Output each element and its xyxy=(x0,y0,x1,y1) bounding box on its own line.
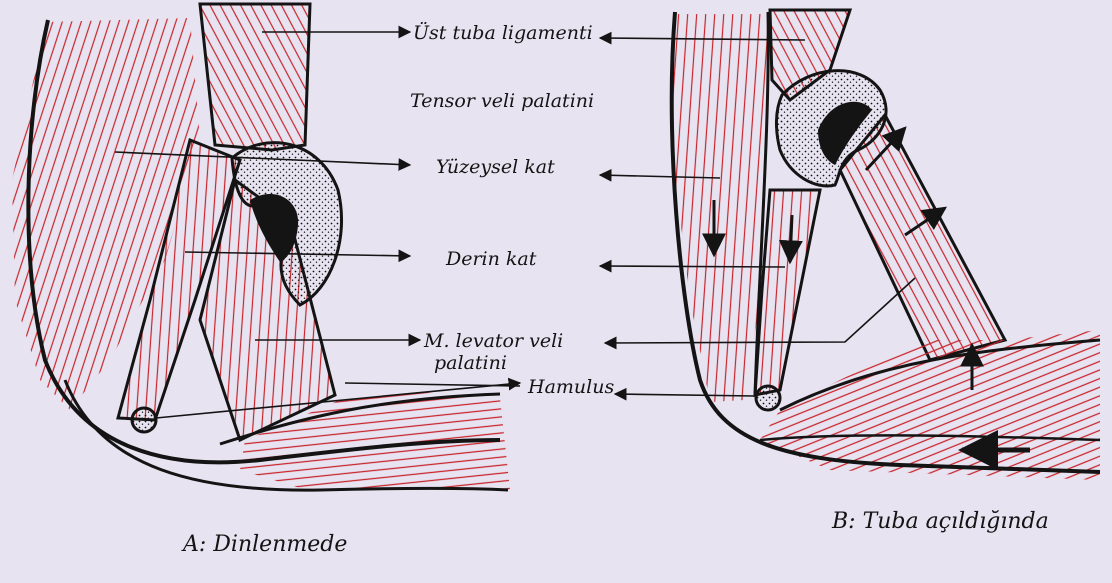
label-derin-kat: Derin kat xyxy=(446,250,536,270)
label-hamulus: Hamulus xyxy=(528,378,614,398)
label-ust-tuba-ligamenti: Üst tuba ligamenti xyxy=(413,24,593,44)
label-levator-line1: M. levator veli xyxy=(424,332,563,352)
caption-panel-b: B: Tuba açıldığında xyxy=(832,510,1049,533)
leader-hamulus-a-2 xyxy=(345,383,520,386)
label-tensor-veli-palatini: Tensor veli palatini xyxy=(410,92,594,112)
leader-derin-b xyxy=(600,266,785,267)
caption-panel-a: A: Dinlenmede xyxy=(183,533,347,556)
panel-b-hamulus xyxy=(756,386,780,410)
panel-b-motion-arrow-down-2 xyxy=(790,215,792,262)
panel-b-superficial-layer xyxy=(755,190,820,395)
panel-b xyxy=(672,10,1100,480)
panel-a-hamulus xyxy=(132,408,156,432)
panel-b-medial-pterygoid-muscle xyxy=(672,14,770,402)
label-yuzeysel-kat: Yüzeysel kat xyxy=(436,158,555,178)
panel-a-tensor-veli-palatini xyxy=(200,4,310,150)
panel-a xyxy=(12,4,510,490)
label-levator-line2: palatini xyxy=(434,354,507,374)
